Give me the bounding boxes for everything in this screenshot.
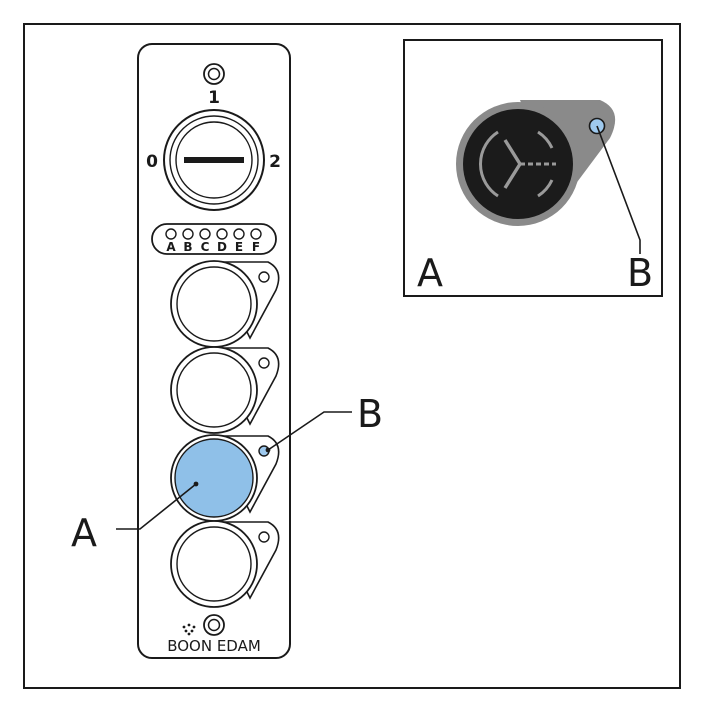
switch-position-0: 0 bbox=[146, 152, 158, 172]
led-d-icon bbox=[216, 228, 228, 240]
push-button-2[interactable] bbox=[170, 346, 280, 434]
push-button-4[interactable] bbox=[170, 520, 280, 608]
button-4-led-icon bbox=[258, 531, 270, 543]
switch-position-2: 2 bbox=[269, 152, 281, 172]
bottom-screw-icon bbox=[203, 614, 225, 636]
led-b-icon bbox=[182, 228, 194, 240]
brand-name: BOON EDAM bbox=[167, 637, 261, 655]
led-f-icon bbox=[250, 228, 262, 240]
callout-label-b: B bbox=[357, 392, 383, 436]
detail-callout-label-b: B bbox=[627, 251, 653, 295]
detail-callout-line-b bbox=[596, 125, 641, 254]
led-a-icon bbox=[165, 228, 177, 240]
led-label-f: F bbox=[252, 240, 260, 254]
callout-line-b bbox=[267, 411, 352, 451]
led-label-a: A bbox=[166, 240, 176, 254]
led-label-c: C bbox=[201, 240, 210, 254]
control-panel: 1 0 2 A B C D E F bbox=[137, 43, 291, 659]
switch-position-1: 1 bbox=[208, 88, 220, 108]
button-1-led-icon bbox=[258, 271, 270, 283]
top-screw-icon bbox=[203, 63, 225, 85]
push-button-3-highlighted[interactable] bbox=[170, 434, 280, 522]
callout-label-a: A bbox=[71, 511, 97, 555]
push-button-1[interactable] bbox=[170, 260, 280, 348]
callout-dot-a bbox=[193, 481, 199, 487]
exit-symbol-icon bbox=[479, 130, 556, 198]
led-label-d: D bbox=[217, 240, 227, 254]
indicator-strip: A B C D E F bbox=[151, 223, 277, 255]
detail-inset: A B bbox=[403, 39, 663, 297]
button-2-led-icon bbox=[258, 357, 270, 369]
detail-callout-label-a: A bbox=[417, 251, 443, 295]
callout-line-a bbox=[116, 483, 197, 530]
led-label-e: E bbox=[235, 240, 243, 254]
brand-crown-icon bbox=[182, 623, 196, 636]
led-e-icon bbox=[233, 228, 245, 240]
led-c-icon bbox=[199, 228, 211, 240]
callout-dot-b bbox=[265, 447, 271, 453]
led-label-b: B bbox=[183, 240, 192, 254]
key-selector-switch[interactable] bbox=[163, 109, 265, 211]
